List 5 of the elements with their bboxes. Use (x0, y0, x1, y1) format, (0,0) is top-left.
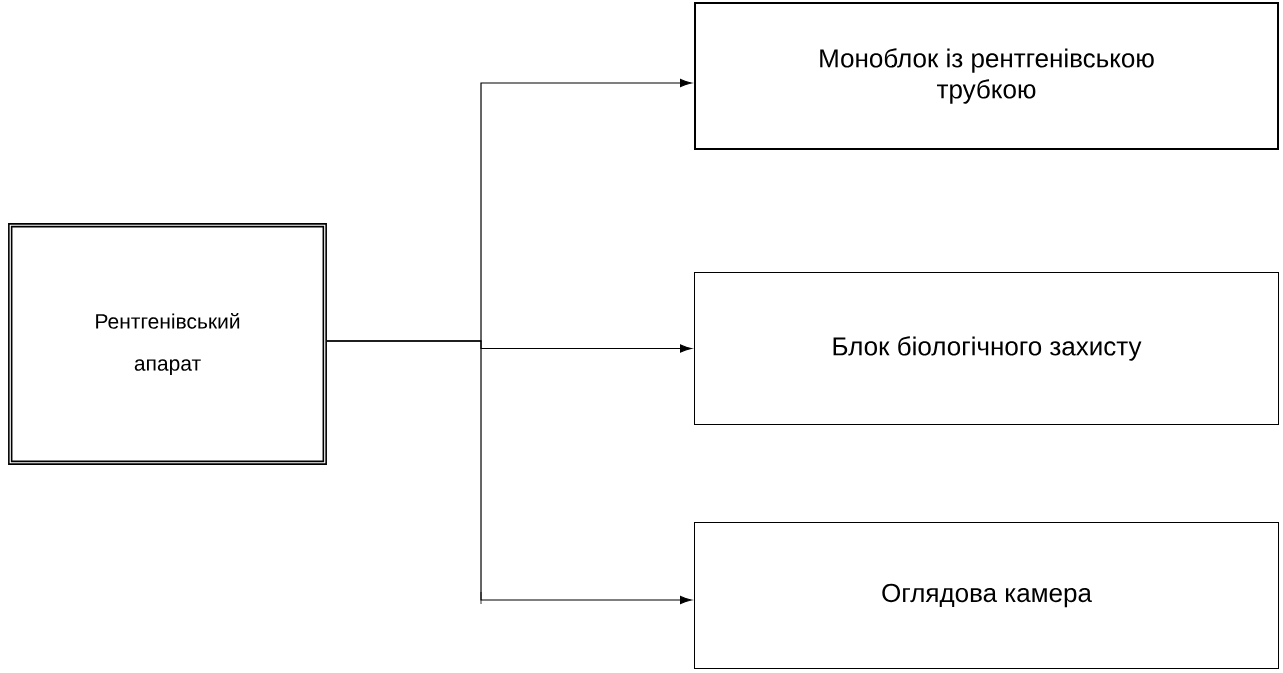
component-box: Моноблок із рентгенівською трубкою (694, 2, 1279, 150)
component-box: Блок біологічного захисту (694, 272, 1279, 425)
apparatus-box: Рентгенівський апарат (8, 223, 327, 465)
arrow (326, 340, 692, 605)
component-box: Оглядова камера (694, 522, 1279, 669)
